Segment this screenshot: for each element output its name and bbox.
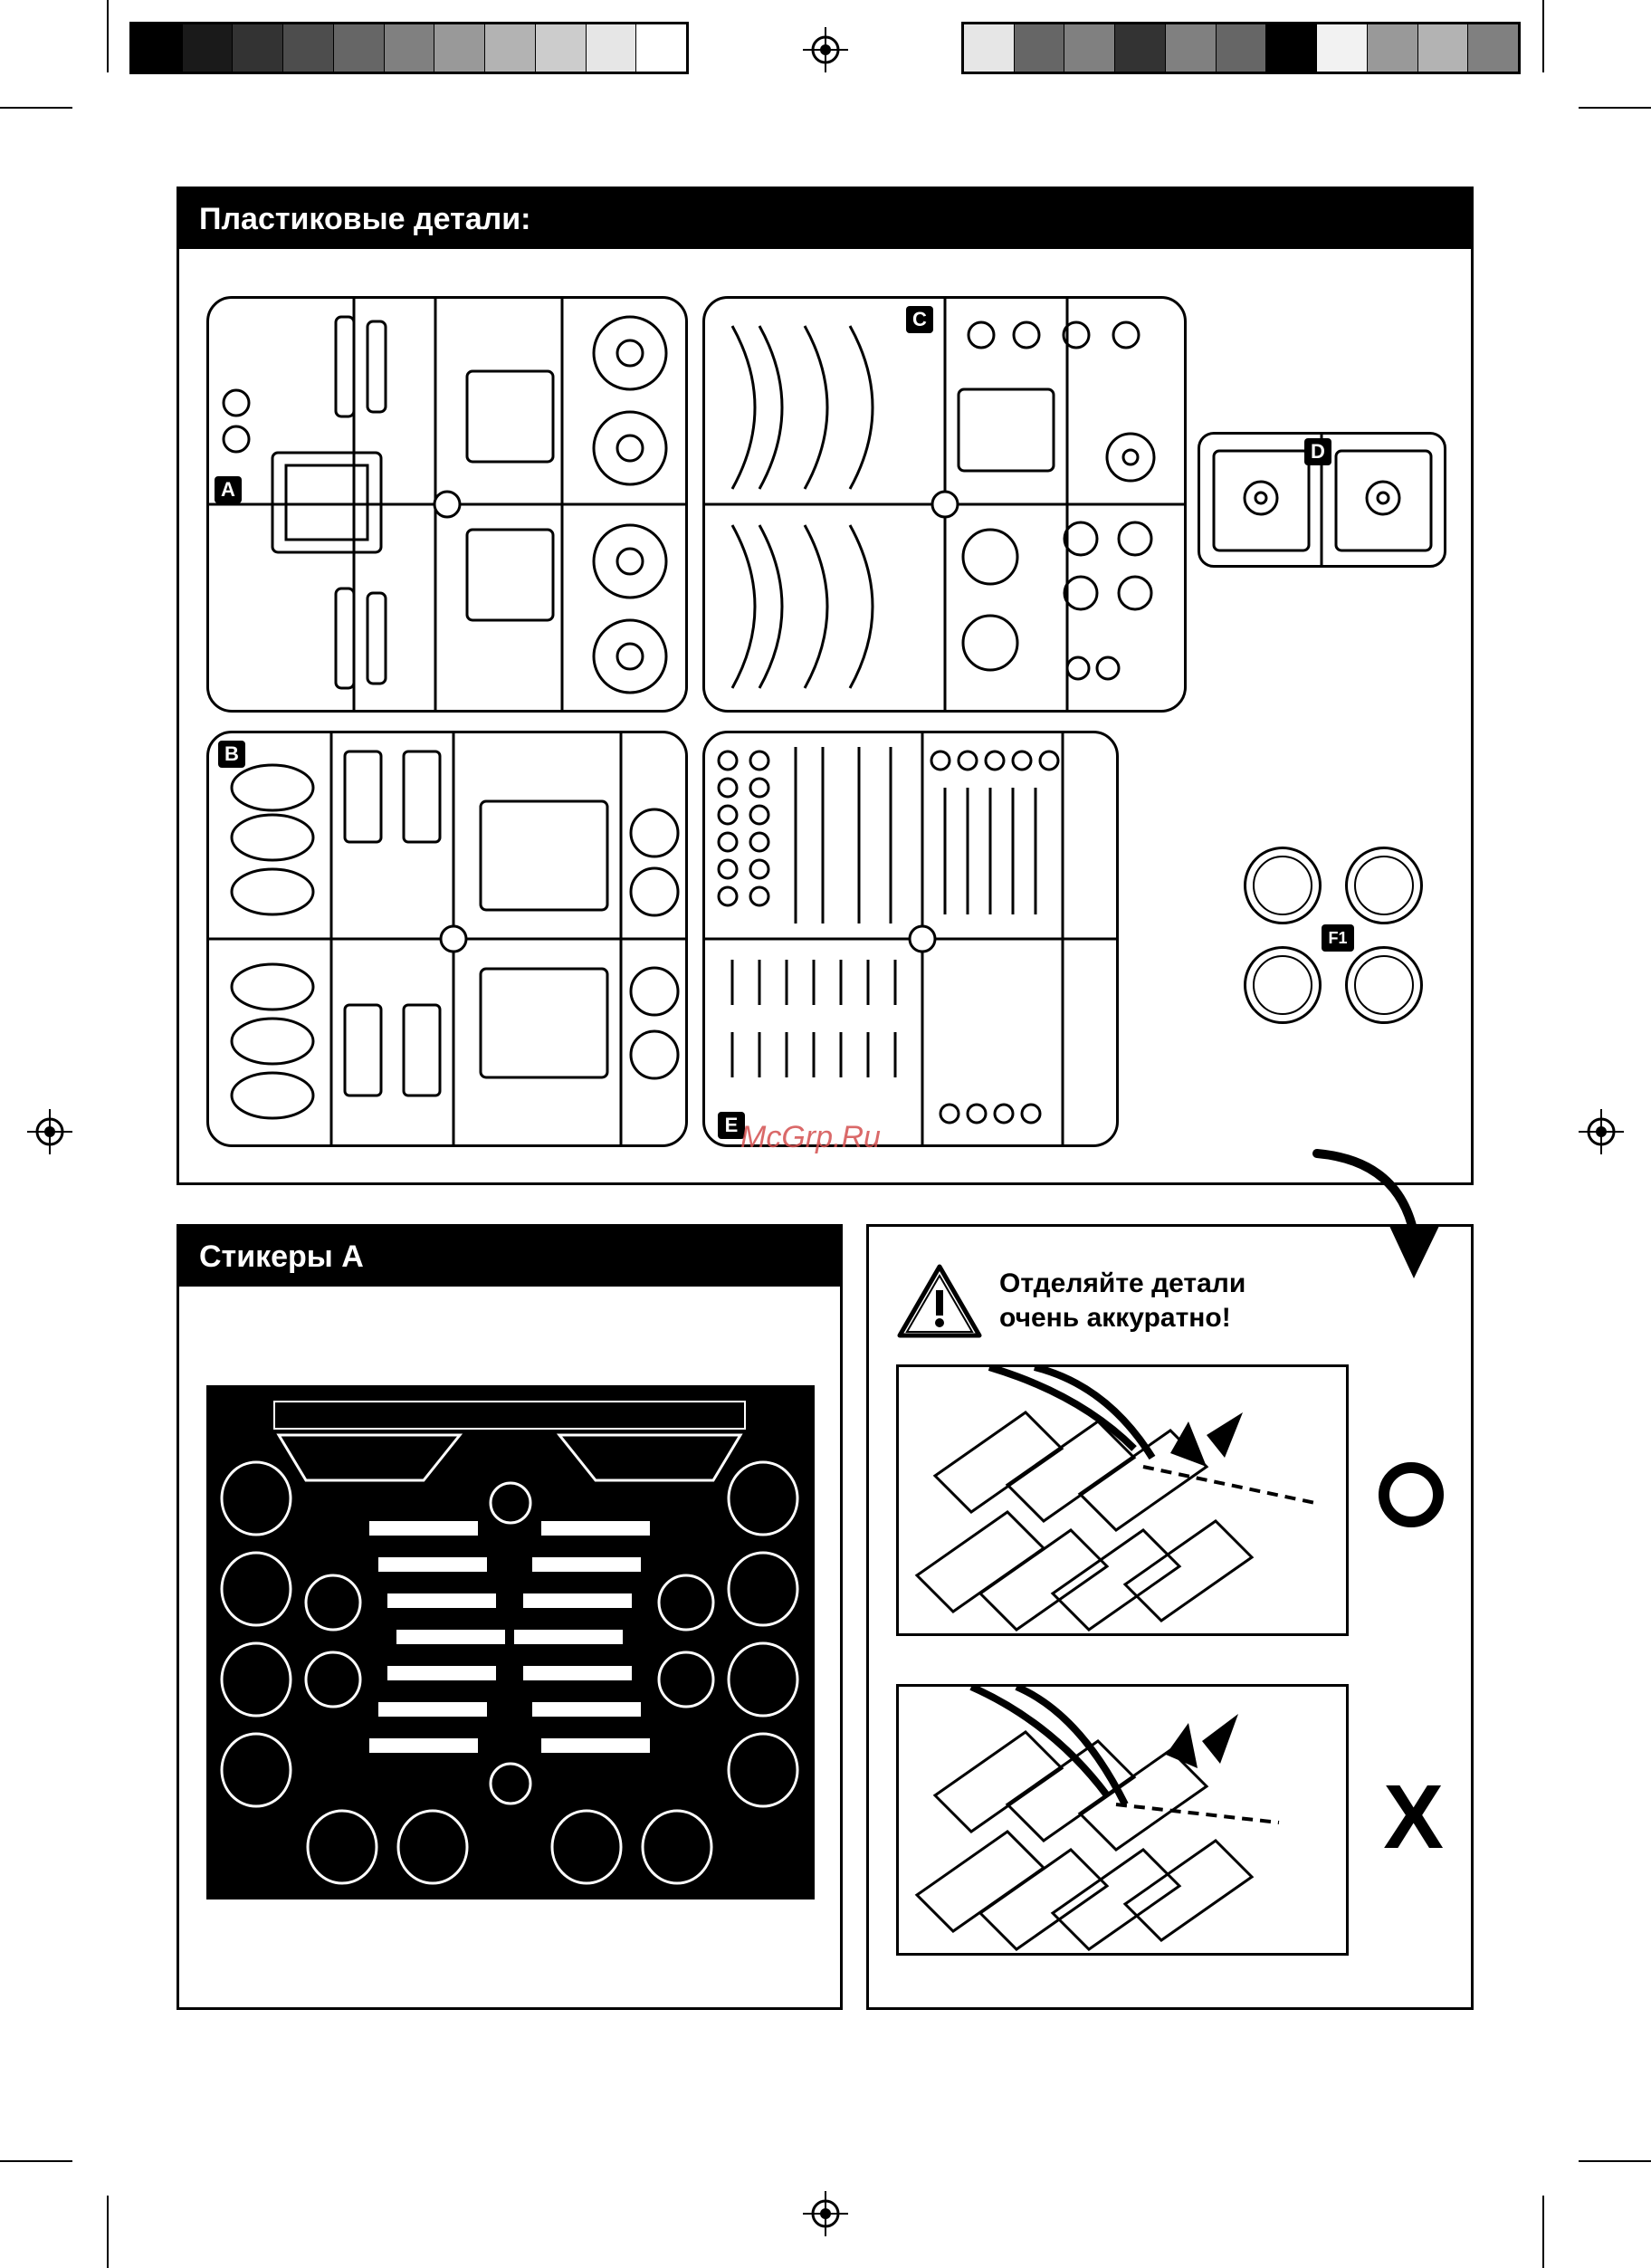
correct-cut-illustration [896, 1364, 1349, 1636]
sprue-label-d: D [1304, 438, 1331, 465]
crop-mark [0, 2160, 72, 2162]
sprue-a: A [206, 296, 688, 713]
color-swatch [1418, 24, 1469, 72]
crop-mark [1579, 107, 1651, 109]
crop-mark [1542, 0, 1544, 72]
registration-mark-icon [803, 27, 848, 72]
sprue-label-a: A [215, 476, 242, 503]
warning-row: Отделяйте детали очень аккуратно! [896, 1263, 1245, 1339]
ring-part [1244, 946, 1322, 1024]
sprue-c: C [702, 296, 1187, 713]
color-swatch [283, 24, 334, 72]
color-swatch [1468, 24, 1518, 72]
sprue-a-parts-drawing [209, 299, 685, 710]
color-swatch [587, 24, 637, 72]
color-swatch [1115, 24, 1166, 72]
warning-line-2: очень аккуратно! [999, 1301, 1245, 1335]
color-swatch [1266, 24, 1317, 72]
registration-mark-icon [803, 2191, 848, 2236]
sprue-c-parts-drawing [705, 299, 1184, 710]
crop-mark [0, 107, 72, 109]
color-swatch [183, 24, 234, 72]
color-swatch [434, 24, 485, 72]
ring-part [1345, 946, 1423, 1024]
color-swatch [233, 24, 283, 72]
registration-mark-icon [1579, 1109, 1624, 1154]
separation-instructions-panel: Отделяйте детали очень аккуратно! [866, 1224, 1474, 2010]
curved-arrow-icon [1312, 1143, 1439, 1287]
watermark-text: McGrp.Ru [740, 1120, 881, 1155]
color-swatch [334, 24, 385, 72]
color-swatch [1166, 24, 1217, 72]
color-swatch [964, 24, 1015, 72]
sprue-label-f1: F1 [1322, 924, 1354, 952]
color-swatch [1368, 24, 1418, 72]
sprue-label-c: C [906, 306, 933, 333]
color-swatch [385, 24, 435, 72]
registration-mark-icon [27, 1109, 72, 1154]
color-swatch [132, 24, 183, 72]
ring-part [1345, 847, 1423, 924]
sprue-e: E [702, 731, 1119, 1147]
wrong-cut-illustration [896, 1684, 1349, 1956]
plastic-parts-panel: Пластиковые детали: A [177, 187, 1474, 1185]
sprue-b: B [206, 731, 688, 1147]
sprue-d: D [1198, 432, 1446, 568]
color-swatch [636, 24, 686, 72]
crop-mark [1579, 2160, 1651, 2162]
sprue-e-parts-drawing [705, 733, 1116, 1144]
color-swatch [536, 24, 587, 72]
color-bar-right [961, 22, 1521, 74]
color-bar-left [129, 22, 689, 74]
color-swatch [1064, 24, 1115, 72]
warning-line-1: Отделяйте детали [999, 1267, 1245, 1301]
crop-mark [107, 2196, 109, 2268]
crop-mark [1542, 2196, 1544, 2268]
plastic-parts-title: Пластиковые детали: [179, 189, 1471, 249]
color-swatch [1015, 24, 1065, 72]
stickers-title: Стикеры A [179, 1227, 840, 1287]
sticker-sheet [206, 1385, 815, 1900]
sprue-label-b: B [218, 741, 245, 768]
correct-mark [1379, 1462, 1444, 1527]
color-swatch [485, 24, 536, 72]
sprue-b-parts-drawing [209, 733, 685, 1144]
color-swatch [1317, 24, 1368, 72]
wrong-mark: X [1383, 1772, 1444, 1862]
warning-text: Отделяйте детали очень аккуратно! [999, 1267, 1245, 1335]
warning-triangle-icon [896, 1263, 983, 1339]
crop-mark [107, 0, 109, 72]
stickers-panel: Стикеры A [177, 1224, 843, 2010]
ring-part [1244, 847, 1322, 924]
color-swatch [1217, 24, 1267, 72]
